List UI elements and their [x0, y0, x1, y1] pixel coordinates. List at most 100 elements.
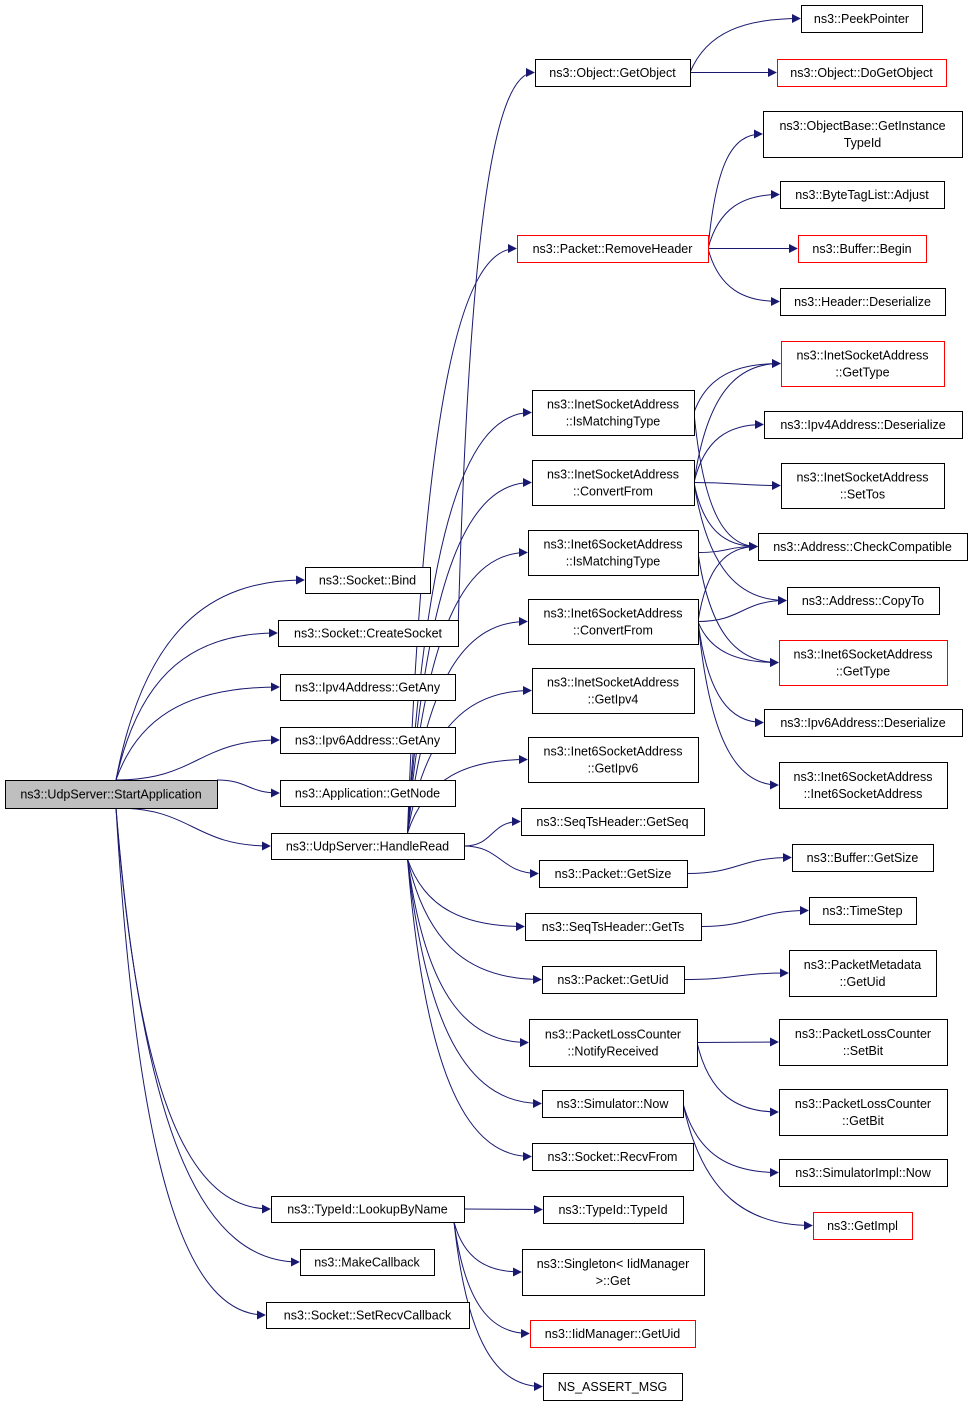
node-plc-notify[interactable]: ns3::PacketLossCounter::NotifyReceived — [529, 1019, 698, 1067]
node-label: ::GetUid — [840, 975, 886, 989]
node-object-dogetobject[interactable]: ns3::Object::DoGetObject — [777, 59, 947, 87]
node-peek-pointer[interactable]: ns3::PeekPointer — [801, 5, 923, 33]
node-simimpl-now[interactable]: ns3::SimulatorImpl::Now — [779, 1159, 948, 1187]
node-ns-assert-msg[interactable]: NS_ASSERT_MSG — [543, 1373, 683, 1401]
node-inet-settos[interactable]: ns3::InetSocketAddress::SetTos — [781, 463, 945, 509]
node-buffer-begin[interactable]: ns3::Buffer::Begin — [798, 235, 927, 263]
node-box — [535, 59, 691, 87]
edge-inet_convertfrom-to-inet_settos — [693, 480, 781, 490]
node-typeid-typeid[interactable]: ns3::TypeId::TypeId — [543, 1196, 684, 1224]
node-label: ns3::Socket::CreateSocket — [294, 627, 443, 641]
node-inet6-gettype[interactable]: ns3::Inet6SocketAddress::GetType — [779, 640, 948, 686]
edge-packet_removeheader-to-objectbase_getinstance — [707, 129, 763, 249]
node-ipv6-getany[interactable]: ns3::Ipv6Address::GetAny — [280, 727, 456, 754]
node-make-callback[interactable]: ns3::MakeCallback — [300, 1249, 435, 1276]
node-packet-removeheader[interactable]: ns3::Packet::RemoveHeader — [517, 235, 709, 263]
node-iidmanager-getuid[interactable]: ns3::IidManager::GetUid — [530, 1320, 696, 1348]
edge-start_application-to-make_callback — [115, 807, 300, 1267]
node-plc-setbit[interactable]: ns3::PacketLossCounter::SetBit — [779, 1019, 948, 1066]
node-address-checkcompatible[interactable]: ns3::Address::CheckCompatible — [758, 533, 968, 561]
node-inet6-getipv6[interactable]: ns3::Inet6SocketAddress::GetIpv6 — [528, 737, 699, 783]
node-box — [532, 390, 695, 436]
node-object-getobject[interactable]: ns3::Object::GetObject — [535, 59, 691, 87]
node-socket-bind[interactable]: ns3::Socket::Bind — [305, 567, 431, 594]
node-packet-getsize[interactable]: ns3::Packet::GetSize — [539, 860, 688, 888]
node-inet6-ismatching[interactable]: ns3::Inet6SocketAddress::IsMatchingType — [528, 530, 699, 576]
node-plc-getbit[interactable]: ns3::PacketLossCounter::GetBit — [779, 1089, 948, 1136]
edge-handle_read-to-inet6_getipv6 — [407, 755, 528, 834]
edge-start_application-to-socket_create — [115, 628, 278, 781]
edge-handle_read-to-plc_notify — [407, 858, 529, 1047]
edge-start_application-to-handle_read — [115, 807, 271, 851]
node-packet-getuid[interactable]: ns3::Packet::GetUid — [542, 966, 685, 994]
node-socket-recvfrom[interactable]: ns3::Socket::RecvFrom — [532, 1143, 694, 1171]
node-label: ns3::ByteTagList::Adjust — [795, 188, 929, 202]
node-buffer-getsize[interactable]: ns3::Buffer::GetSize — [792, 844, 934, 872]
node-ipv6-deserialize[interactable]: ns3::Ipv6Address::Deserialize — [764, 709, 963, 737]
node-ipv4-deserialize[interactable]: ns3::Ipv4Address::Deserialize — [764, 411, 963, 439]
node-box — [280, 727, 456, 754]
node-address-copyto[interactable]: ns3::Address::CopyTo — [787, 587, 940, 615]
edge-socket_create-to-object_getobject — [457, 68, 535, 634]
node-box — [809, 897, 917, 925]
node-get-impl[interactable]: ns3::GetImpl — [813, 1212, 913, 1240]
node-inet-convertfrom[interactable]: ns3::InetSocketAddress::ConvertFrom — [532, 460, 695, 506]
node-lookup-by-name[interactable]: ns3::TypeId::LookupByName — [271, 1196, 465, 1223]
node-seqts-getts[interactable]: ns3::SeqTsHeader::GetTs — [525, 913, 702, 941]
node-label: ns3::Header::Deserialize — [794, 295, 931, 309]
node-box — [543, 1196, 684, 1224]
node-inet6-convertfrom[interactable]: ns3::Inet6SocketAddress::ConvertFrom — [528, 599, 699, 645]
node-start-application[interactable]: ns3::UdpServer::StartApplication — [5, 780, 218, 809]
node-label: ns3::UdpServer::StartApplication — [20, 788, 201, 802]
edge-handle_read-to-inet_getipv4 — [407, 686, 532, 834]
node-label: ::ConvertFrom — [573, 485, 653, 499]
edge-handle_read-to-packet_getsize — [463, 845, 539, 878]
node-box — [539, 860, 688, 888]
node-label: ns3::Inet6SocketAddress — [794, 770, 933, 784]
edge-start_application-to-lookup_by_name — [115, 807, 271, 1214]
node-label: >::Get — [596, 1274, 631, 1288]
node-label: ns3::InetSocketAddress — [547, 676, 679, 690]
edge-inet_convertfrom-to-address_copyto — [693, 482, 787, 605]
node-box — [789, 950, 937, 997]
edge-handle_read-to-seqts_getts — [407, 858, 525, 931]
node-label: ns3::Inet6SocketAddress — [544, 745, 683, 759]
node-box — [278, 620, 459, 647]
node-ipv4-getany[interactable]: ns3::Ipv4Address::GetAny — [280, 674, 456, 701]
edges-layer — [115, 14, 813, 1391]
node-set-recv-callback[interactable]: ns3::Socket::SetRecvCallback — [266, 1302, 470, 1329]
node-app-getnode[interactable]: ns3::Application::GetNode — [280, 780, 456, 807]
nodes-layer: ns3::UdpServer::StartApplicationns3::Soc… — [5, 5, 968, 1401]
node-box — [528, 737, 699, 783]
node-box — [522, 1249, 705, 1296]
node-label: ::IsMatchingType — [566, 555, 661, 569]
node-box — [529, 1019, 698, 1067]
node-box — [780, 288, 946, 316]
node-label: ns3::Inet6SocketAddress — [794, 648, 933, 662]
node-inet-ismatching[interactable]: ns3::InetSocketAddress::IsMatchingType — [532, 390, 695, 436]
node-label: ns3::TypeId::TypeId — [558, 1203, 667, 1217]
edge-sim_now-to-simimpl_now — [682, 1103, 779, 1177]
node-inet-getipv4[interactable]: ns3::InetSocketAddress::GetIpv4 — [532, 668, 695, 714]
node-sim-now[interactable]: ns3::Simulator::Now — [542, 1090, 684, 1118]
node-singleton-get[interactable]: ns3::Singleton< IidManager>::Get — [522, 1249, 705, 1296]
edge-lookup_by_name-to-typeid_typeid — [463, 1204, 543, 1214]
node-seqts-getseq[interactable]: ns3::SeqTsHeader::GetSeq — [521, 808, 705, 836]
edge-inet_convertfrom-to-address_checkcompatible — [693, 482, 758, 551]
node-socket-create[interactable]: ns3::Socket::CreateSocket — [278, 620, 459, 647]
node-bytetaglist-adjust[interactable]: ns3::ByteTagList::Adjust — [780, 181, 945, 209]
node-handle-read[interactable]: ns3::UdpServer::HandleRead — [271, 833, 465, 860]
node-box — [528, 530, 699, 576]
node-label: ns3::PacketLossCounter — [545, 1028, 681, 1042]
node-timestep[interactable]: ns3::TimeStep — [809, 897, 917, 925]
node-label: ns3::Ipv4Address::Deserialize — [780, 418, 945, 432]
node-header-deserialize[interactable]: ns3::Header::Deserialize — [780, 288, 946, 316]
node-label: ::GetType — [835, 366, 889, 380]
node-box — [764, 709, 963, 737]
node-pktmeta-getuid[interactable]: ns3::PacketMetadata::GetUid — [789, 950, 937, 997]
node-label: ns3::SimulatorImpl::Now — [795, 1166, 931, 1180]
node-inet-gettype[interactable]: ns3::InetSocketAddress::GetType — [781, 341, 945, 387]
node-inet6-ctor[interactable]: ns3::Inet6SocketAddress::Inet6SocketAddr… — [779, 762, 948, 809]
